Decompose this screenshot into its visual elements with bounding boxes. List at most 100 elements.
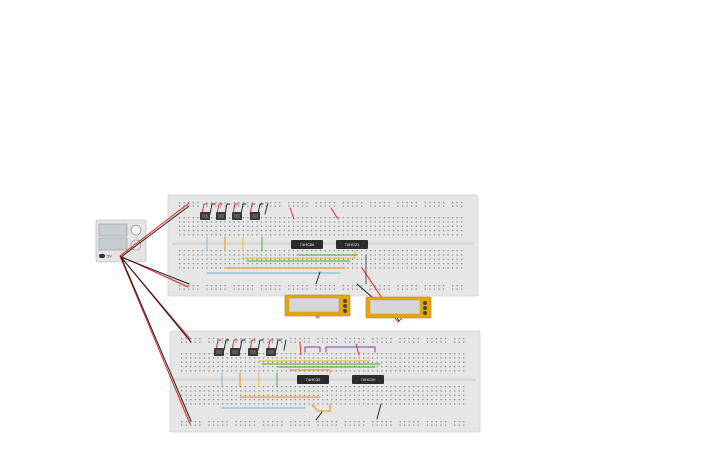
breadboard-rail-hole[interactable] — [356, 288, 358, 290]
breadboard-rail-hole[interactable] — [383, 202, 386, 204]
breadboard-hole[interactable] — [361, 234, 363, 236]
breadboard-hole[interactable] — [272, 386, 274, 388]
breadboard-hole[interactable] — [401, 250, 404, 252]
breadboard-hole[interactable] — [258, 365, 260, 368]
breadboard-hole[interactable] — [308, 403, 310, 405]
breadboard-hole[interactable] — [303, 394, 306, 396]
breadboard-hole[interactable] — [244, 394, 246, 396]
breadboard-hole[interactable] — [454, 386, 456, 388]
breadboard-hole[interactable] — [356, 229, 358, 232]
breadboard-hole[interactable] — [408, 386, 410, 388]
breadboard-rail-hole[interactable] — [288, 288, 290, 290]
breadboard-hole[interactable] — [279, 254, 281, 256]
breadboard-hole[interactable] — [397, 217, 399, 219]
breadboard-hole[interactable] — [192, 254, 194, 256]
breadboard-hole[interactable] — [299, 394, 301, 396]
breadboard-hole[interactable] — [347, 217, 349, 219]
breadboard-hole[interactable] — [370, 254, 372, 256]
breadboard-hole[interactable] — [426, 365, 428, 368]
breadboard-hole[interactable] — [235, 386, 237, 388]
breadboard-hole[interactable] — [406, 217, 408, 219]
breadboard-rail-hole[interactable] — [303, 338, 306, 340]
breadboard-hole[interactable] — [326, 357, 328, 359]
breadboard-hole[interactable] — [203, 398, 206, 401]
breadboard-hole[interactable] — [322, 361, 324, 363]
breadboard-rail-hole[interactable] — [212, 338, 215, 340]
breadboard-hole[interactable] — [344, 361, 347, 363]
breadboard-hole[interactable] — [353, 390, 356, 392]
breadboard-hole[interactable] — [374, 254, 376, 256]
breadboard-hole[interactable] — [238, 229, 240, 232]
breadboard-hole[interactable] — [338, 250, 340, 252]
breadboard-hole[interactable] — [424, 258, 426, 260]
breadboard-rail-hole[interactable] — [433, 202, 436, 204]
breadboard-hole[interactable] — [335, 394, 337, 396]
breadboard-hole[interactable] — [253, 394, 256, 396]
breadboard-rail-hole[interactable] — [270, 205, 272, 207]
breadboard-hole[interactable] — [285, 403, 287, 405]
breadboard-hole[interactable] — [188, 254, 190, 256]
breadboard-rail-hole[interactable] — [344, 421, 347, 423]
breadboard-rail-hole[interactable] — [249, 338, 251, 340]
breadboard-rail-hole[interactable] — [333, 205, 335, 207]
breadboard-hole[interactable] — [463, 394, 465, 396]
breadboard-hole[interactable] — [376, 390, 378, 392]
breadboard-rail-hole[interactable] — [217, 338, 219, 340]
breadboard-hole[interactable] — [401, 234, 404, 236]
breadboard-rail-hole[interactable] — [235, 341, 237, 343]
breadboard-hole[interactable] — [329, 225, 331, 227]
breadboard-rail-hole[interactable] — [374, 202, 376, 204]
breadboard-hole[interactable] — [449, 398, 451, 401]
breadboard-hole[interactable] — [392, 267, 395, 269]
breadboard-hole[interactable] — [422, 370, 424, 372]
breadboard-hole[interactable] — [270, 225, 272, 227]
breadboard-rail-hole[interactable] — [288, 285, 290, 287]
breadboard-hole[interactable] — [381, 357, 383, 359]
breadboard-hole[interactable] — [233, 234, 235, 236]
breadboard-hole[interactable] — [272, 403, 274, 405]
breadboard-hole[interactable] — [438, 250, 440, 252]
chip-body[interactable] — [352, 375, 384, 384]
breadboard-rail-hole[interactable] — [279, 205, 281, 207]
breadboard-rail-hole[interactable] — [315, 202, 317, 204]
breadboard-hole[interactable] — [249, 365, 251, 368]
breadboard-rail-hole[interactable] — [452, 285, 454, 287]
breadboard-rail-hole[interactable] — [326, 424, 328, 426]
breadboard-hole[interactable] — [179, 250, 181, 252]
breadboard-hole[interactable] — [320, 221, 322, 223]
breadboard-hole[interactable] — [292, 258, 295, 260]
breadboard-hole[interactable] — [294, 353, 297, 355]
breadboard-hole[interactable] — [235, 365, 237, 368]
breadboard-hole[interactable] — [292, 225, 295, 227]
breadboard-hole[interactable] — [301, 234, 304, 236]
breadboard-hole[interactable] — [310, 258, 313, 260]
breadboard-hole[interactable] — [262, 398, 265, 401]
breadboard-hole[interactable] — [279, 234, 281, 236]
breadboard-rail-hole[interactable] — [342, 285, 345, 287]
breadboard-hole[interactable] — [283, 250, 285, 252]
breadboard-rail-hole[interactable] — [221, 338, 224, 340]
breadboard-rail-hole[interactable] — [424, 288, 426, 290]
breadboard-rail-hole[interactable] — [435, 338, 438, 340]
breadboard-hole[interactable] — [403, 386, 406, 388]
breadboard-rail-hole[interactable] — [281, 341, 283, 343]
breadboard-rail-hole[interactable] — [265, 202, 267, 204]
breadboard-hole[interactable] — [288, 234, 290, 236]
breadboard-hole[interactable] — [438, 217, 440, 219]
breadboard-hole[interactable] — [424, 267, 426, 269]
breadboard-hole[interactable] — [444, 390, 447, 392]
breadboard-hole[interactable] — [233, 229, 235, 232]
breadboard-rail-hole[interactable] — [210, 288, 213, 290]
breadboard-hole[interactable] — [229, 254, 231, 256]
breadboard-hole[interactable] — [338, 221, 340, 223]
breadboard-hole[interactable] — [449, 390, 451, 392]
breadboard-rail-hole[interactable] — [306, 288, 308, 290]
breadboard-rail-hole[interactable] — [411, 285, 413, 287]
breadboard-hole[interactable] — [463, 353, 465, 355]
breadboard-hole[interactable] — [188, 250, 190, 252]
breadboard-hole[interactable] — [294, 403, 297, 405]
breadboard-hole[interactable] — [358, 361, 360, 363]
breadboard-hole[interactable] — [367, 353, 369, 355]
breadboard-hole[interactable] — [331, 386, 333, 388]
breadboard-rail-hole[interactable] — [210, 202, 213, 204]
